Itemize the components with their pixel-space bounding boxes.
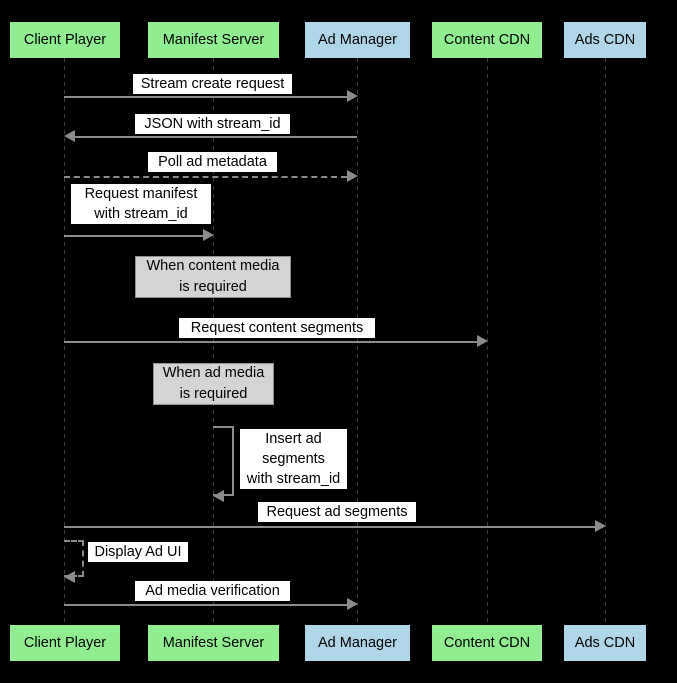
- message-label-ad-media-verification: Ad media verification: [135, 581, 290, 601]
- arrowhead-json-with-stream-id: [64, 130, 75, 142]
- participant-manifest-server-top[interactable]: Manifest Server: [148, 22, 279, 58]
- message-line-request-manifest: [64, 235, 203, 237]
- arrowhead-ad-media-verification: [347, 598, 358, 610]
- message-line-stream-create-request: [64, 96, 347, 98]
- participant-content-cdn-bottom[interactable]: Content CDN: [432, 625, 542, 661]
- message-label-request-manifest: Request manifest with stream_id: [71, 184, 211, 224]
- lifeline-client-player: [64, 58, 65, 623]
- participant-label: Content CDN: [443, 31, 531, 48]
- participant-ads-cdn-top[interactable]: Ads CDN: [564, 22, 646, 58]
- message-line-request-ad-segments: [64, 526, 595, 528]
- participant-label: Ad Manager: [318, 31, 397, 48]
- message-line-ad-media-verification: [64, 604, 347, 606]
- message-label-request-content-segments: Request content segments: [179, 318, 375, 338]
- message-label-insert-ad-segments: Insert ad segments with stream_id: [240, 429, 347, 489]
- participant-ads-cdn-bottom[interactable]: Ads CDN: [564, 625, 646, 661]
- note-text: When content media is required: [146, 258, 280, 295]
- message-label-request-ad-segments: Request ad segments: [258, 502, 416, 522]
- participant-manifest-server-bottom[interactable]: Manifest Server: [148, 625, 279, 661]
- arrowhead-stream-create-request: [347, 90, 358, 102]
- note-text: When ad media is required: [162, 365, 265, 402]
- message-label-json-with-stream-id: JSON with stream_id: [135, 114, 290, 134]
- participant-client-player-bottom[interactable]: Client Player: [10, 625, 120, 661]
- arrowhead-display-ad-ui: [64, 571, 75, 583]
- participant-label: Client Player: [23, 31, 107, 48]
- participant-label: Manifest Server: [162, 634, 265, 651]
- message-line-json-with-stream-id: [75, 136, 357, 138]
- participant-client-player-top[interactable]: Client Player: [10, 22, 120, 58]
- note-when-content-media-required: When content media is required: [135, 256, 291, 298]
- participant-ad-manager-top[interactable]: Ad Manager: [305, 22, 410, 58]
- participant-label: Client Player: [23, 634, 107, 651]
- lifeline-ads-cdn: [605, 58, 606, 623]
- participant-label: Ads CDN: [574, 31, 636, 48]
- message-line-poll-ad-metadata: [64, 176, 347, 178]
- arrowhead-request-ad-segments: [595, 520, 606, 532]
- arrowhead-insert-ad-segments: [213, 490, 224, 502]
- participant-label: Content CDN: [443, 634, 531, 651]
- arrowhead-request-content-segments: [477, 335, 488, 347]
- arrowhead-poll-ad-metadata: [347, 170, 358, 182]
- message-label-poll-ad-metadata: Poll ad metadata: [148, 152, 277, 172]
- lifeline-ad-manager: [357, 58, 358, 623]
- participant-label: Manifest Server: [162, 31, 265, 48]
- participant-ad-manager-bottom[interactable]: Ad Manager: [305, 625, 410, 661]
- message-line-request-content-segments: [64, 341, 477, 343]
- lifeline-manifest-server: [213, 58, 214, 623]
- self-message-loop-insert-ad-segments: [213, 426, 234, 496]
- participant-content-cdn-top[interactable]: Content CDN: [432, 22, 542, 58]
- message-label-stream-create-request: Stream create request: [133, 74, 292, 94]
- message-label-display-ad-ui: Display Ad UI: [88, 542, 188, 562]
- participant-label: Ads CDN: [574, 634, 636, 651]
- arrowhead-request-manifest: [203, 229, 214, 241]
- participant-label: Ad Manager: [318, 634, 397, 651]
- note-when-ad-media-required: When ad media is required: [153, 363, 274, 405]
